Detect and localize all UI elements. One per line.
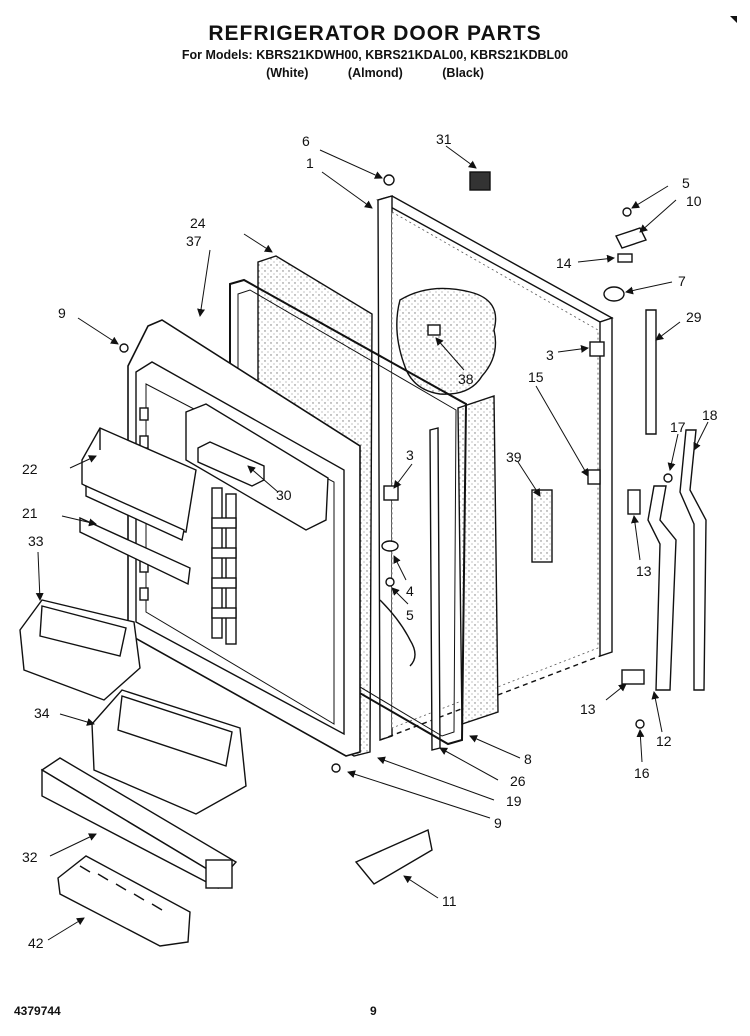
trim-strip	[79, 516, 191, 586]
spacer-14	[617, 253, 633, 263]
callout-4: 4	[406, 583, 414, 599]
callout-42: 42	[28, 935, 44, 951]
callout-3-top: 3	[546, 347, 554, 363]
screw-16	[635, 719, 645, 729]
washer-4	[381, 540, 399, 552]
door-bin-lower	[91, 689, 247, 815]
callout-18: 18	[702, 407, 718, 423]
page-title: REFRIGERATOR DOOR PARTS	[208, 22, 542, 45]
callout-15: 15	[528, 369, 544, 385]
callout-5-mid: 5	[406, 607, 414, 623]
callout-14: 14	[556, 255, 572, 271]
handle-bar	[645, 309, 657, 435]
screw-17	[663, 473, 673, 483]
bracket-15	[587, 469, 601, 485]
callout-34: 34	[34, 705, 50, 721]
screw-5-top	[622, 207, 632, 217]
hinge-10	[615, 227, 647, 249]
callout-31: 31	[436, 131, 452, 147]
model-list: For Models: KBRS21KDWH00, KBRS21KDAL00, …	[181, 48, 569, 62]
bracket-13-bottom	[621, 669, 645, 685]
callout-39: 39	[506, 449, 522, 465]
callout-12: 12	[656, 733, 672, 749]
callout-32: 32	[22, 849, 38, 865]
callout-30: 30	[276, 487, 292, 503]
callout-7: 7	[678, 273, 686, 289]
sponge-39	[531, 489, 553, 563]
screw-9-bottom	[331, 763, 341, 773]
handle-trim	[679, 429, 707, 691]
shelf-rail	[40, 757, 238, 889]
callout-33: 33	[28, 533, 44, 549]
callout-10: 10	[686, 193, 702, 209]
color-black: (Black)	[442, 66, 484, 80]
foam-insulation	[396, 287, 497, 395]
callout-13-side: 13	[636, 563, 652, 579]
insulation-strip	[457, 395, 499, 725]
page-number: 9	[370, 1004, 377, 1018]
screw-9-left	[119, 343, 129, 353]
foam-clip	[427, 324, 441, 336]
callout-29: 29	[686, 309, 702, 325]
callout-11: 11	[442, 893, 457, 909]
document-number: 4379744	[14, 1004, 61, 1018]
callout-24: 24	[190, 215, 206, 231]
callout-1: 1	[306, 155, 314, 171]
callout-22: 22	[22, 461, 38, 477]
cap-7	[603, 286, 625, 302]
color-list: (White) (Almond) (Black)	[0, 66, 750, 80]
callout-13-bottom: 13	[580, 701, 596, 717]
callout-9-bottom: 9	[494, 815, 502, 831]
bracket-3-top	[589, 341, 605, 357]
label-31	[469, 171, 491, 191]
screw-5-mid	[385, 577, 395, 587]
callout-16: 16	[634, 765, 650, 781]
callout-38: 38	[458, 371, 474, 387]
door-handle	[647, 485, 677, 691]
screw-6	[383, 174, 395, 186]
callout-21: 21	[22, 505, 38, 521]
bracket-3-mid	[383, 485, 399, 501]
callout-37: 37	[186, 233, 202, 249]
callout-8: 8	[524, 751, 532, 767]
callout-5-top: 5	[682, 175, 690, 191]
inner-door-liner	[127, 319, 361, 757]
dairy-door	[81, 427, 197, 542]
door-bin-upper	[19, 599, 141, 701]
color-almond: (Almond)	[347, 66, 403, 80]
callout-26: 26	[510, 773, 526, 789]
callout-19: 19	[506, 793, 522, 809]
cable	[379, 599, 416, 667]
bracket-13-side	[627, 489, 641, 515]
cover-bracket	[354, 829, 433, 885]
callout-9-left: 9	[58, 305, 66, 321]
corner-triangle-icon	[730, 16, 737, 23]
callout-3-mid: 3	[406, 447, 414, 463]
callout-17: 17	[670, 419, 686, 435]
egg-tray	[57, 855, 191, 947]
callout-6: 6	[302, 133, 310, 149]
color-white: (White)	[266, 66, 309, 80]
